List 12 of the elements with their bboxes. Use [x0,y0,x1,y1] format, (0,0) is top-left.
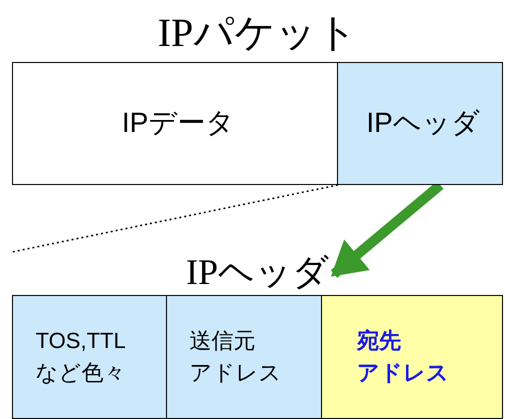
field-label: TOS,TTL など色々 [34,327,127,387]
field-label: IPヘッダ [365,106,481,140]
field-cell [166,296,322,418]
heading: IPヘッダ [186,251,329,294]
field-label: IPデータ [120,106,236,140]
field-label: 宛先アドレス [356,327,450,387]
field-cell [13,296,166,418]
dotted-line [12,184,338,253]
field-label: 送信元アドレス [188,327,282,387]
field-cell [337,63,502,184]
field-cell [321,296,502,418]
heading: IPパケット [158,9,358,57]
